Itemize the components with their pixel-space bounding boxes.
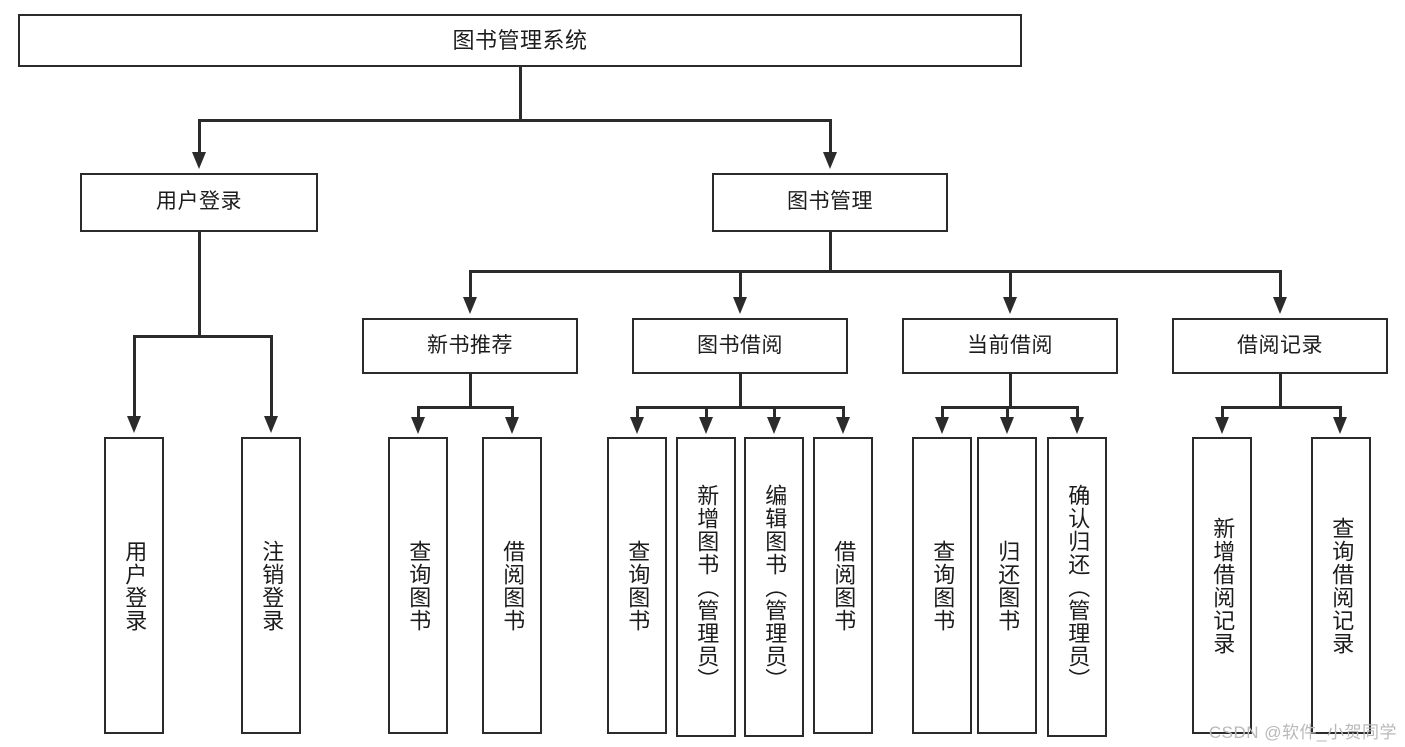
arrow-bb-to-leaf-4 — [836, 417, 850, 434]
node-new-book-recommend[interactable]: 新书推荐 — [362, 318, 578, 374]
connector-book-borrow-bus — [636, 406, 843, 409]
node-label: 图书管理系统 — [452, 27, 588, 53]
arrow-bm-to-current-borrow — [1003, 297, 1017, 314]
connector-current-borrow-stem — [1009, 374, 1012, 406]
connector-cb-to-leaf-2 — [1006, 406, 1009, 420]
arrow-user-login-to-leaf-1 — [127, 416, 141, 433]
leaf-user-login-login[interactable]: 用户登录 — [104, 437, 164, 734]
leaf-new-book-query[interactable]: 查询图书 — [388, 437, 448, 734]
connector-cb-to-leaf-1 — [941, 406, 944, 420]
connector-br-to-leaf-1 — [1221, 406, 1224, 420]
arrow-root-to-book-manage — [823, 152, 837, 169]
node-label: 注销登录 — [259, 539, 285, 632]
leaf-book-borrow-query[interactable]: 查询图书 — [607, 437, 667, 734]
node-label: 查询图书 — [406, 539, 432, 632]
arrow-br-to-leaf-1 — [1215, 417, 1229, 434]
connector-user-login-to-leaf-2 — [270, 335, 273, 419]
node-book-borrow[interactable]: 图书借阅 — [632, 318, 848, 374]
connector-current-borrow-bus — [941, 406, 1078, 409]
connector-user-login-bus — [133, 335, 272, 338]
connector-br-to-leaf-2 — [1339, 406, 1342, 420]
leaf-book-borrow-edit[interactable]: 编辑图书（管理员） — [744, 437, 804, 737]
connector-bb-to-leaf-3 — [773, 406, 776, 420]
connector-root-to-user-login — [198, 119, 201, 155]
connector-book-borrow-stem — [739, 374, 742, 406]
connector-new-book-bus — [417, 406, 513, 409]
arrow-root-to-user-login — [192, 152, 206, 169]
arrow-cb-to-leaf-3 — [1070, 417, 1084, 434]
connector-cb-to-leaf-3 — [1076, 406, 1079, 420]
node-label: 借阅图书 — [500, 539, 526, 632]
arrow-bb-to-leaf-1 — [630, 417, 644, 434]
node-label: 查询图书 — [930, 539, 956, 632]
arrow-nb-to-leaf-1 — [411, 417, 425, 434]
arrow-bb-to-leaf-2 — [699, 417, 713, 434]
leaf-current-borrow-return[interactable]: 归还图书 — [977, 437, 1037, 734]
node-current-borrow[interactable]: 当前借阅 — [902, 318, 1118, 374]
leaf-borrow-record-query[interactable]: 查询借阅记录 — [1311, 437, 1371, 734]
arrow-cb-to-leaf-1 — [935, 417, 949, 434]
node-label: 用户登录 — [156, 190, 242, 214]
node-root-system[interactable]: 图书管理系统 — [18, 14, 1022, 67]
arrow-bb-to-leaf-3 — [767, 417, 781, 434]
leaf-user-login-logout[interactable]: 注销登录 — [241, 437, 301, 734]
node-label: 查询借阅记录 — [1329, 516, 1355, 655]
arrow-bm-to-new-book — [463, 297, 477, 314]
connector-user-login-stem — [198, 232, 201, 335]
leaf-current-borrow-query[interactable]: 查询图书 — [912, 437, 972, 734]
connector-root-bus — [198, 119, 831, 122]
leaf-book-borrow-add[interactable]: 新增图书（管理员） — [676, 437, 736, 737]
node-label: 借阅图书 — [831, 539, 857, 632]
arrow-br-to-leaf-2 — [1333, 417, 1347, 434]
leaf-borrow-record-add[interactable]: 新增借阅记录 — [1192, 437, 1252, 734]
connector-bm-to-borrow-record — [1279, 270, 1282, 300]
node-label: 归还图书 — [995, 539, 1021, 632]
connector-user-login-to-leaf-1 — [133, 335, 136, 419]
node-label: 当前借阅 — [967, 333, 1053, 357]
connector-borrow-record-stem — [1279, 374, 1282, 406]
node-user-login[interactable]: 用户登录 — [80, 173, 318, 232]
node-label: 新增图书（管理员） — [694, 483, 720, 691]
connector-new-book-stem — [469, 374, 472, 406]
node-book-management[interactable]: 图书管理 — [712, 173, 948, 232]
connector-bm-to-book-borrow — [739, 270, 742, 300]
connector-root-to-book-manage — [829, 119, 832, 155]
connector-bb-to-leaf-1 — [636, 406, 639, 420]
arrow-user-login-to-leaf-2 — [264, 416, 278, 433]
connector-bb-to-leaf-2 — [705, 406, 708, 420]
connector-nb-to-leaf-2 — [511, 406, 514, 420]
node-label: 编辑图书（管理员） — [762, 483, 788, 691]
node-label: 用户登录 — [122, 539, 148, 632]
arrow-bm-to-borrow-record — [1273, 297, 1287, 314]
node-label: 借阅记录 — [1237, 333, 1323, 357]
node-label: 确认归还（管理员） — [1065, 483, 1091, 691]
connector-bm-to-current-borrow — [1009, 270, 1012, 300]
node-label: 图书管理 — [787, 190, 873, 214]
connector-root-stem — [519, 67, 522, 119]
node-label: 新书推荐 — [427, 333, 513, 357]
node-label: 图书借阅 — [697, 333, 783, 357]
arrow-cb-to-leaf-2 — [1000, 417, 1014, 434]
arrow-nb-to-leaf-2 — [505, 417, 519, 434]
connector-bm-to-new-book — [469, 270, 472, 300]
leaf-new-book-borrow[interactable]: 借阅图书 — [482, 437, 542, 734]
node-borrow-record[interactable]: 借阅记录 — [1172, 318, 1388, 374]
connector-nb-to-leaf-1 — [417, 406, 420, 420]
leaf-current-borrow-confirm[interactable]: 确认归还（管理员） — [1047, 437, 1107, 737]
connector-borrow-record-bus — [1221, 406, 1341, 409]
connector-book-management-stem — [829, 232, 832, 270]
arrow-bm-to-book-borrow — [733, 297, 747, 314]
node-label: 查询图书 — [625, 539, 651, 632]
connector-bb-to-leaf-4 — [842, 406, 845, 420]
leaf-book-borrow-lend[interactable]: 借阅图书 — [813, 437, 873, 734]
node-label: 新增借阅记录 — [1210, 516, 1236, 655]
connector-book-management-bus — [469, 270, 1281, 273]
